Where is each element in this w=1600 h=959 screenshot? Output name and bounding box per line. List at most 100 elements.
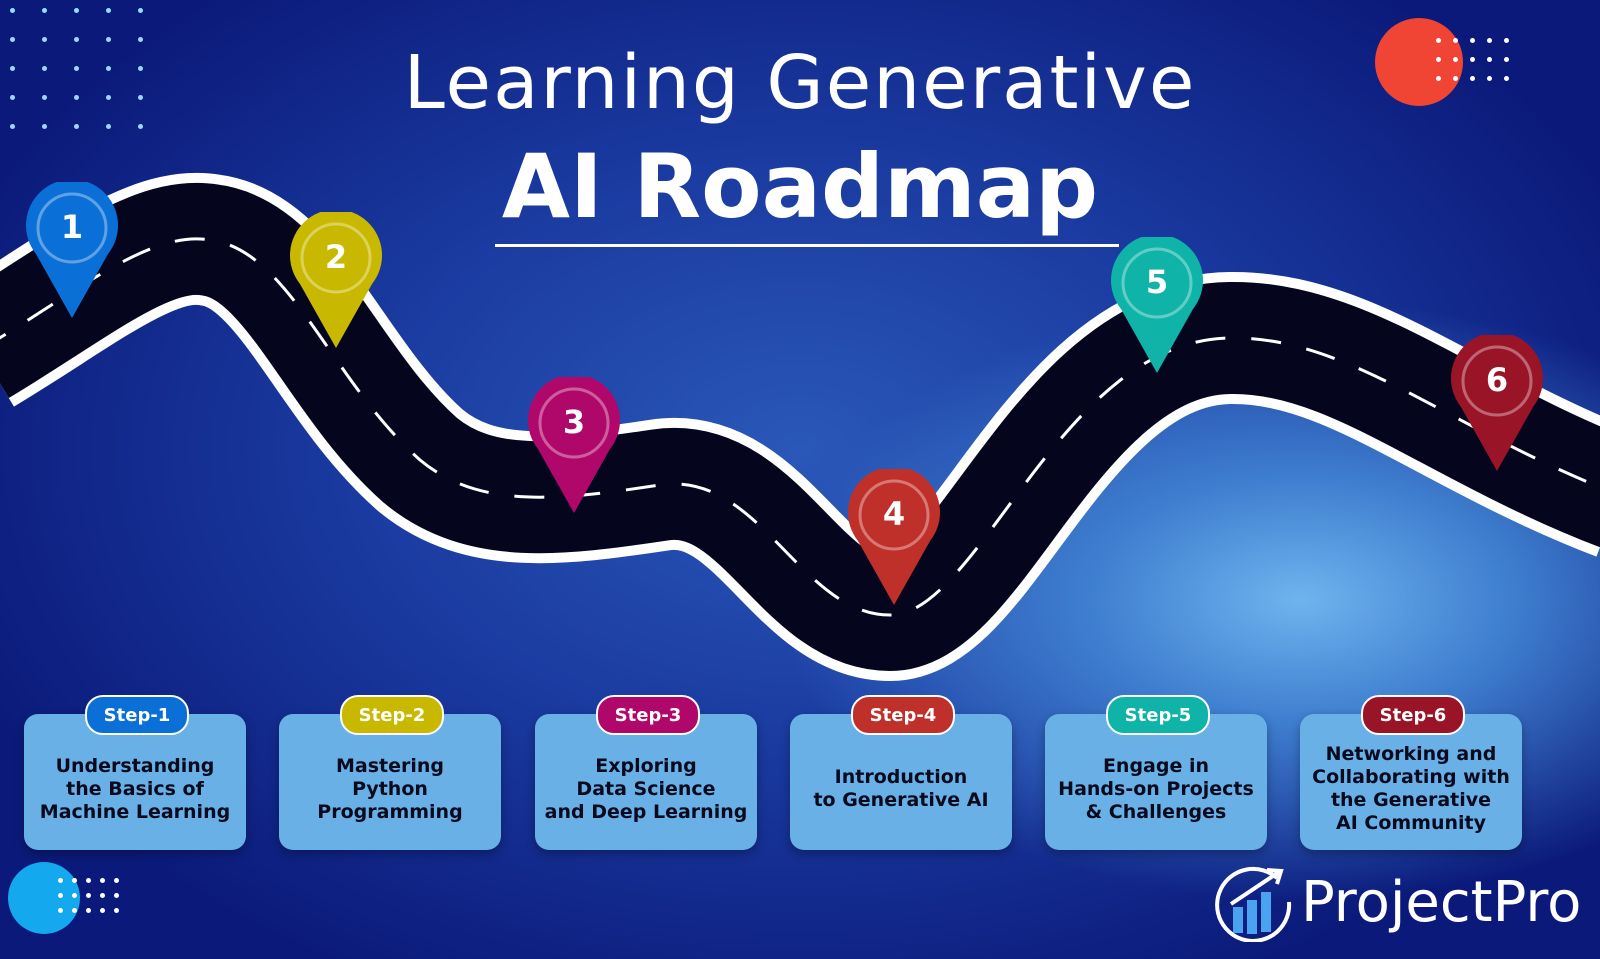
decorative-dots-top-right xyxy=(1436,38,1521,81)
decorative-circle-blue xyxy=(8,862,80,934)
step-badge-3: Step-3 xyxy=(596,695,700,735)
pin-number: 2 xyxy=(324,238,348,276)
dot xyxy=(138,37,143,42)
dot xyxy=(74,37,79,42)
map-pin-icon xyxy=(528,374,620,513)
dot xyxy=(86,908,91,913)
brand-name: ProjectPro xyxy=(1301,869,1582,935)
dot xyxy=(42,37,47,42)
dot xyxy=(1470,76,1475,81)
dot xyxy=(1504,76,1509,81)
dot xyxy=(1504,38,1509,43)
dot xyxy=(1487,38,1492,43)
step-card-2: Mastering Python Programming xyxy=(279,714,501,850)
dot xyxy=(100,878,105,883)
dot xyxy=(106,66,111,71)
step-description: Networking and Collaborating with the Ge… xyxy=(1312,743,1510,834)
dot xyxy=(10,8,15,13)
step-description: Mastering Python Programming xyxy=(317,754,463,823)
dot xyxy=(10,66,15,71)
dot xyxy=(1436,57,1441,62)
dot xyxy=(74,66,79,71)
dot xyxy=(74,8,79,13)
step-description: Introduction to Generative AI xyxy=(813,766,989,811)
dot xyxy=(138,66,143,71)
dot xyxy=(1453,38,1458,43)
dot xyxy=(58,878,63,883)
dot xyxy=(114,893,119,898)
map-pin-icon xyxy=(1111,234,1203,373)
map-pin-5: 5 xyxy=(1109,234,1205,377)
map-pin-icon xyxy=(1451,332,1543,471)
dot xyxy=(72,908,77,913)
dot xyxy=(72,878,77,883)
pin-number: 4 xyxy=(882,495,906,533)
title-underline xyxy=(495,244,1119,247)
dot xyxy=(1453,57,1458,62)
decorative-dots-bottom-left xyxy=(58,878,128,913)
dot xyxy=(106,37,111,42)
dot xyxy=(58,893,63,898)
step-description: Engage in Hands-on Projects & Challenges xyxy=(1058,754,1254,823)
pin-number: 1 xyxy=(60,208,84,246)
step-card-3: Exploring Data Science and Deep Learning xyxy=(535,714,757,850)
dot xyxy=(72,893,77,898)
decorative-circle-red xyxy=(1375,18,1463,106)
step-description: Understanding the Basics of Machine Lear… xyxy=(39,754,231,823)
dot xyxy=(1453,76,1458,81)
step-card-1: Understanding the Basics of Machine Lear… xyxy=(24,714,246,850)
dot xyxy=(10,95,15,100)
dot xyxy=(10,37,15,42)
title-line-1: Learning Generative xyxy=(403,40,1197,126)
map-pin-icon xyxy=(848,466,940,605)
dot xyxy=(42,8,47,13)
step-badge-4: Step-4 xyxy=(851,695,955,735)
dot xyxy=(1487,57,1492,62)
map-pin-6: 6 xyxy=(1449,332,1545,475)
map-pin-1: 1 xyxy=(24,179,120,322)
map-pin-4: 4 xyxy=(846,466,942,609)
step-badge-5: Step-5 xyxy=(1106,695,1210,735)
step-badge-1: Step-1 xyxy=(85,695,189,735)
decorative-dots-top-left xyxy=(10,8,170,129)
step-badge-2: Step-2 xyxy=(340,695,444,735)
dot xyxy=(1487,76,1492,81)
dot xyxy=(106,95,111,100)
pin-number: 3 xyxy=(562,403,586,441)
step-card-4: Introduction to Generative AI xyxy=(790,714,1012,850)
map-pin-icon xyxy=(290,209,382,348)
map-pin-3: 3 xyxy=(526,374,622,517)
projectpro-logo: ProjectPro xyxy=(1215,862,1581,942)
map-pin-icon xyxy=(26,179,119,318)
dot xyxy=(138,8,143,13)
title-line-2: AI Roadmap xyxy=(501,135,1099,238)
dot xyxy=(1470,57,1475,62)
dot xyxy=(10,124,15,129)
dot xyxy=(106,124,111,129)
dot xyxy=(42,66,47,71)
dot xyxy=(106,8,111,13)
dot xyxy=(1436,38,1441,43)
dot xyxy=(114,908,119,913)
growth-chart-icon xyxy=(1215,866,1292,942)
dot xyxy=(74,95,79,100)
dot xyxy=(138,95,143,100)
dot xyxy=(138,124,143,129)
pin-number: 5 xyxy=(1145,263,1169,301)
dot xyxy=(1436,76,1441,81)
dot xyxy=(1504,57,1509,62)
pin-number: 6 xyxy=(1485,361,1509,399)
dot xyxy=(1470,38,1475,43)
dot xyxy=(74,124,79,129)
dot xyxy=(86,893,91,898)
dot xyxy=(58,908,63,913)
dot xyxy=(42,124,47,129)
step-card-6: Networking and Collaborating with the Ge… xyxy=(1300,714,1522,850)
map-pin-2: 2 xyxy=(288,209,384,352)
dot xyxy=(100,893,105,898)
step-badge-6: Step-6 xyxy=(1361,695,1465,735)
dot xyxy=(42,95,47,100)
dot xyxy=(100,908,105,913)
dot xyxy=(114,878,119,883)
